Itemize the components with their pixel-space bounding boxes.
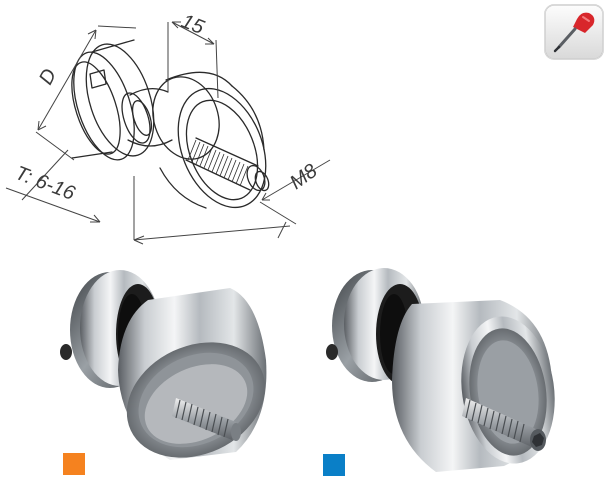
variant-swatch-blue[interactable] — [323, 454, 345, 476]
thickness-label: T: 6-16 — [12, 162, 78, 205]
dimension-lines — [5, 21, 331, 245]
thread-label: M8 — [286, 160, 321, 194]
front-barrel — [152, 71, 267, 209]
width-label: 15 — [178, 10, 208, 39]
technical-drawing: D 15 M8 T: 6-16 — [5, 10, 331, 245]
product-photo-sloped — [60, 270, 267, 460]
screwdriver-icon — [543, 3, 607, 63]
threaded-bolt — [185, 137, 270, 192]
rear-clamp-disc — [71, 39, 155, 161]
connector-neck — [121, 88, 173, 147]
diameter-label: D — [35, 65, 61, 88]
product-photo-flat — [326, 268, 555, 472]
variant-swatch-orange[interactable] — [63, 453, 85, 475]
